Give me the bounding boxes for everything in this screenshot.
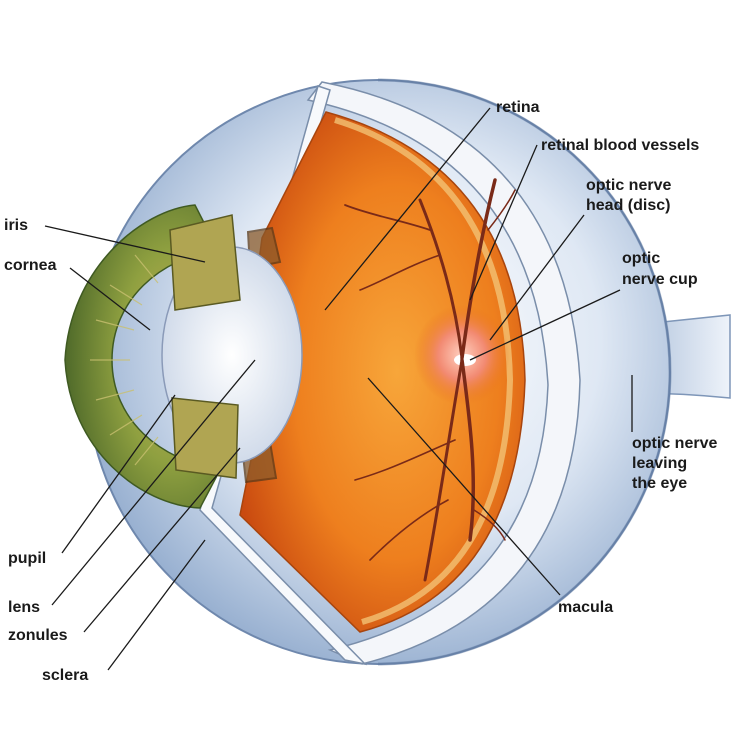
leader-retinal-vessels xyxy=(469,144,538,301)
leader-sclera xyxy=(107,539,206,671)
label-optic-nerve-leaving-2: leaving xyxy=(632,455,687,472)
label-optic-nerve-cup-1: optic xyxy=(622,250,660,267)
leader-optic-cup xyxy=(469,289,621,361)
label-zonules: zonules xyxy=(8,627,68,644)
label-cornea: cornea xyxy=(4,257,57,274)
label-macula: macula xyxy=(558,599,613,616)
iris-cornea xyxy=(64,204,241,509)
leader-iris xyxy=(44,225,206,263)
labels: retina retinal blood vessels optic nerve… xyxy=(4,99,717,684)
label-optic-nerve-head-2: head (disc) xyxy=(586,197,670,214)
label-retina: retina xyxy=(496,99,540,116)
label-retinal-blood-vessels: retinal blood vessels xyxy=(541,137,699,154)
leader-optic-head xyxy=(489,214,585,341)
label-optic-nerve-leaving-3: the eye xyxy=(632,475,687,492)
label-sclera: sclera xyxy=(42,667,88,684)
leader-pupil xyxy=(61,394,176,554)
label-iris: iris xyxy=(4,217,28,234)
leader-lens xyxy=(51,359,256,606)
retina-interior xyxy=(239,111,526,633)
leader-retina xyxy=(324,107,491,311)
label-optic-nerve-cup-2: nerve cup xyxy=(622,271,698,288)
leader-lines xyxy=(44,107,633,671)
leader-zonules xyxy=(83,447,241,633)
leader-macula xyxy=(367,377,561,596)
label-pupil: pupil xyxy=(8,550,46,567)
label-optic-nerve-leaving-1: optic nerve xyxy=(632,435,717,452)
label-lens: lens xyxy=(8,599,40,616)
retinal-blood-vessels xyxy=(344,178,516,582)
leader-cornea xyxy=(69,267,151,331)
cut-section xyxy=(199,81,581,666)
label-optic-nerve-head-1: optic nerve xyxy=(586,177,671,194)
